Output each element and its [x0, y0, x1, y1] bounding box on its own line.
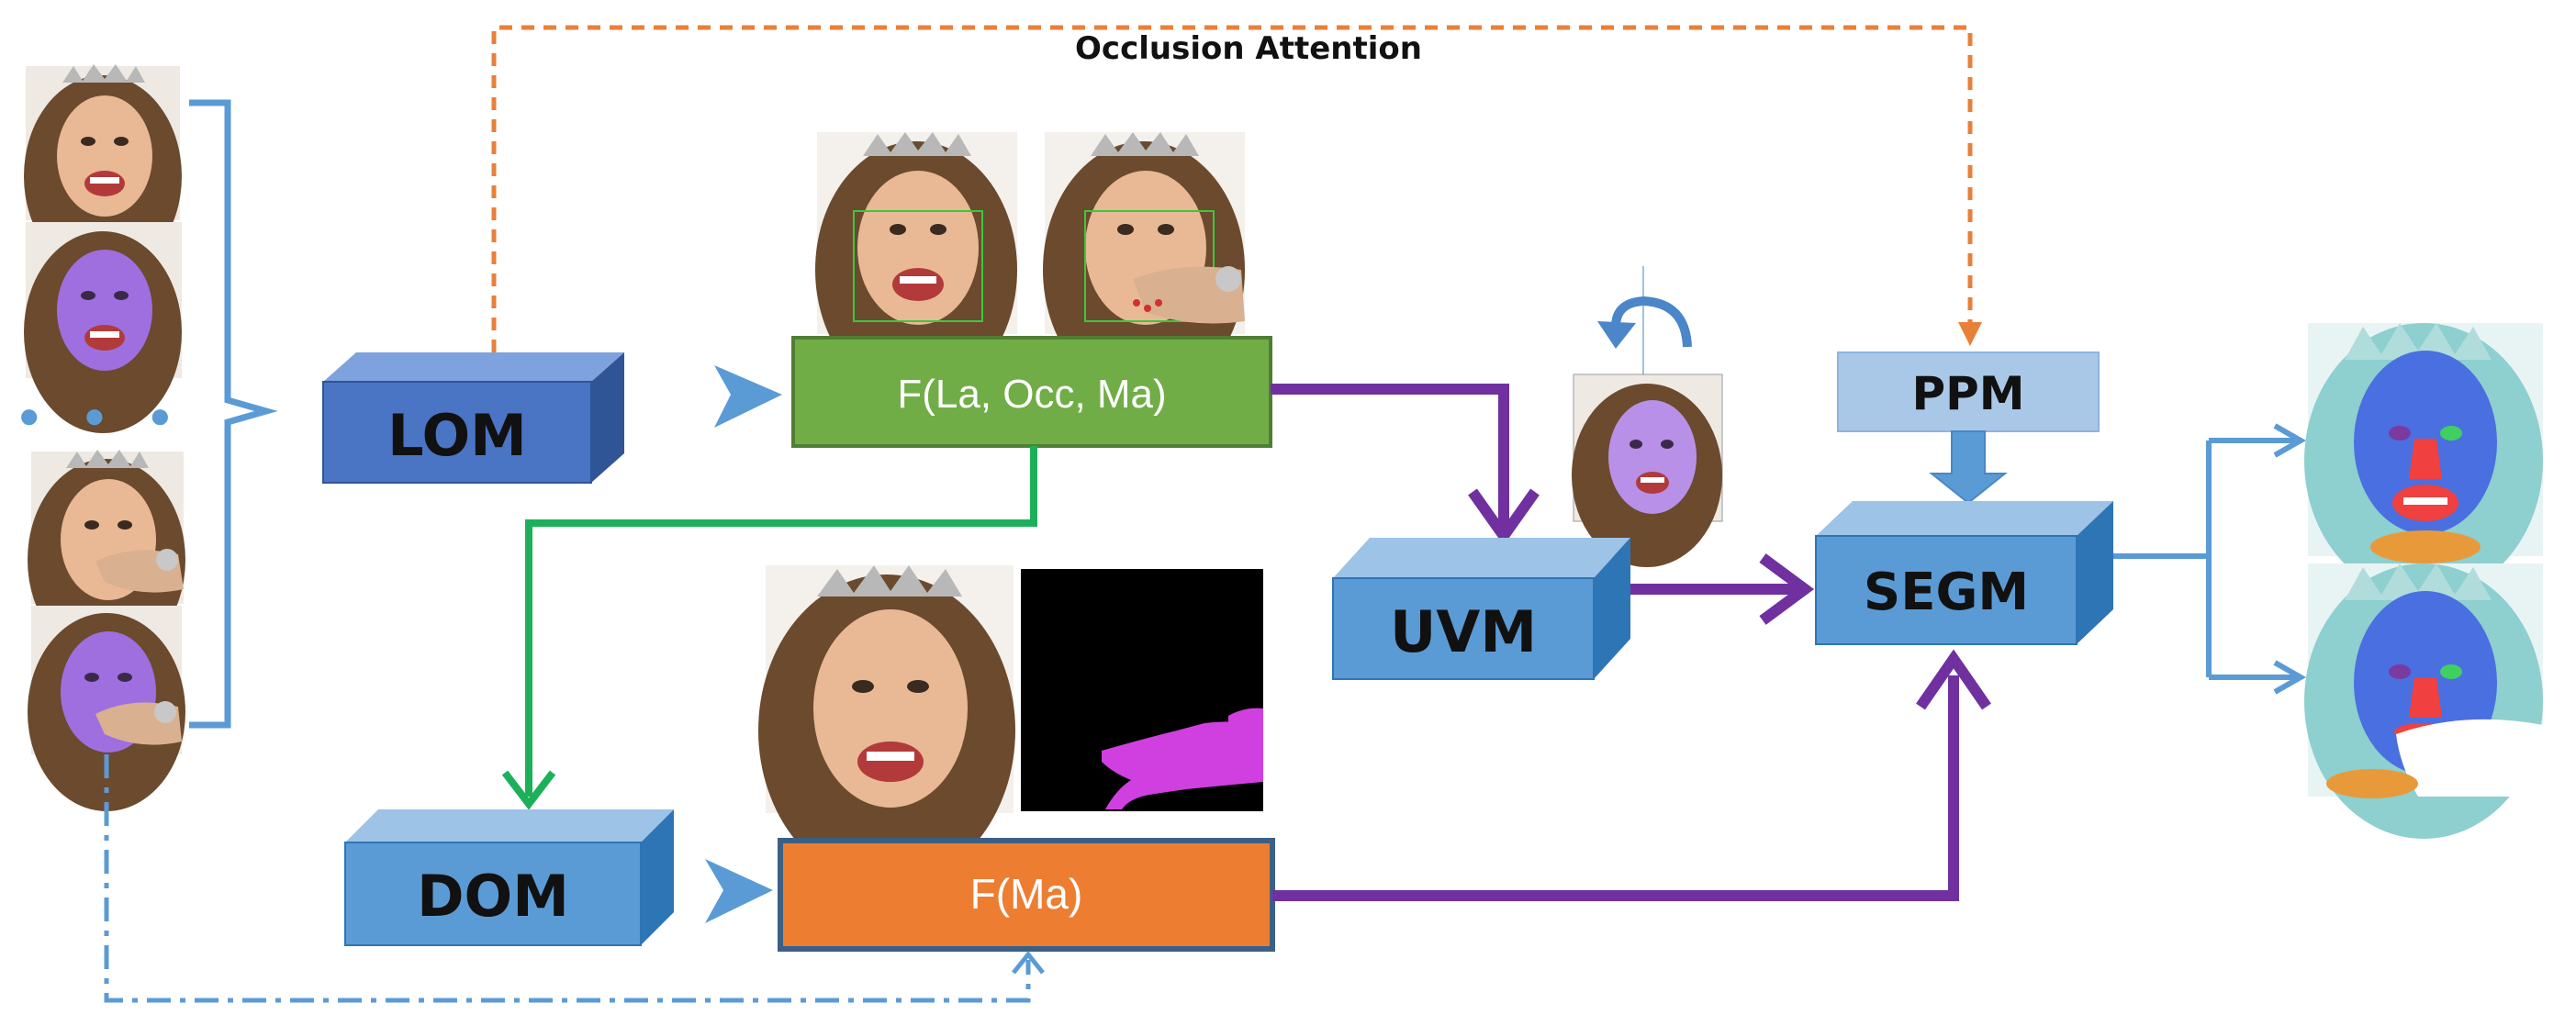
- dom-module: DOM: [344, 809, 674, 946]
- uv-face-image: [1572, 374, 1723, 567]
- uvm-label: UVM: [1390, 598, 1537, 665]
- ppm-module: PPM: [1837, 351, 2100, 432]
- segm-label: SEGM: [1864, 563, 2029, 622]
- segm-module: SEGM: [1815, 501, 2113, 645]
- landmark-face-image: [815, 132, 1017, 398]
- occlusion-mask-image: [1021, 569, 1263, 811]
- arrow-input-to-feature-ma: [104, 754, 1031, 1003]
- feature-la-occ-ma-label: F(La, Occ, Ma): [897, 372, 1166, 417]
- input-face-images: [24, 64, 185, 811]
- input-bracket: [189, 99, 278, 729]
- ppm-label: PPM: [1911, 367, 2024, 420]
- arrow-ppm-to-segm: [1929, 430, 2008, 505]
- output-segmentation-occluded-image: [2304, 563, 2543, 839]
- dom-label: DOM: [417, 863, 569, 930]
- input-face-mask-image: [24, 222, 182, 433]
- lom-chevron-icon: [714, 365, 782, 428]
- arrow-feature-ma-to-segm: [1272, 675, 1959, 901]
- input-ellipsis: ● ● ●: [18, 396, 188, 436]
- lom-label: LOM: [387, 402, 527, 469]
- uvm-module: UVM: [1332, 538, 1630, 680]
- arrow-feature-to-dom: [525, 446, 1037, 797]
- aligned-face-image: [758, 565, 1015, 887]
- arrow-segm-to-outputs: [2113, 438, 2295, 680]
- input-face-occluded-image: [28, 450, 185, 661]
- arrow-feature-to-uvm: [1271, 384, 1509, 527]
- occlusion-attention-label: Occlusion Attention: [1075, 30, 1422, 67]
- output-segmentation-image: [2304, 323, 2543, 598]
- landmark-occluded-face-image: [1043, 132, 1245, 398]
- input-face-occluded-mask-image: [28, 606, 185, 811]
- feature-ma: F(Ma): [778, 838, 1275, 952]
- dom-chevron-icon: [705, 859, 773, 923]
- feature-ma-label: F(Ma): [970, 870, 1083, 918]
- rotation-arrow-icon: [1611, 296, 1692, 348]
- occlusion-attention-arrow: [491, 25, 1982, 352]
- feature-la-occ-ma: F(La, Occ, Ma): [791, 336, 1272, 448]
- lom-module: LOM: [322, 352, 624, 484]
